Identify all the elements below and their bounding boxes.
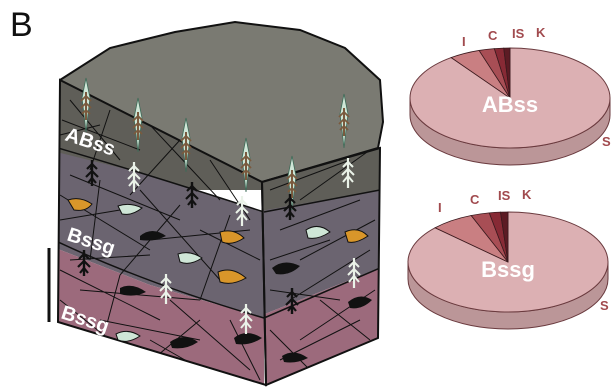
soil-block: ABss Bssg Bssg bbox=[40, 22, 385, 387]
pie-slice-label-i: I bbox=[462, 34, 466, 49]
pie-center-label: Bssg bbox=[481, 257, 535, 282]
pie-slice-label-k: K bbox=[522, 187, 532, 202]
pie-slice-label-s: S bbox=[602, 134, 611, 149]
pie-slice-label-c: C bbox=[488, 28, 498, 43]
pie-slice-label-c: C bbox=[470, 192, 480, 207]
pie-slice-label-i: I bbox=[438, 200, 442, 215]
pie-slice-label-s: S bbox=[600, 298, 609, 313]
pie-slice-label-k: K bbox=[536, 25, 546, 40]
pie-center-label: ABss bbox=[482, 92, 538, 117]
pie-slice-label-is: IS bbox=[512, 26, 525, 41]
pie-slice-label-is: IS bbox=[498, 188, 511, 203]
